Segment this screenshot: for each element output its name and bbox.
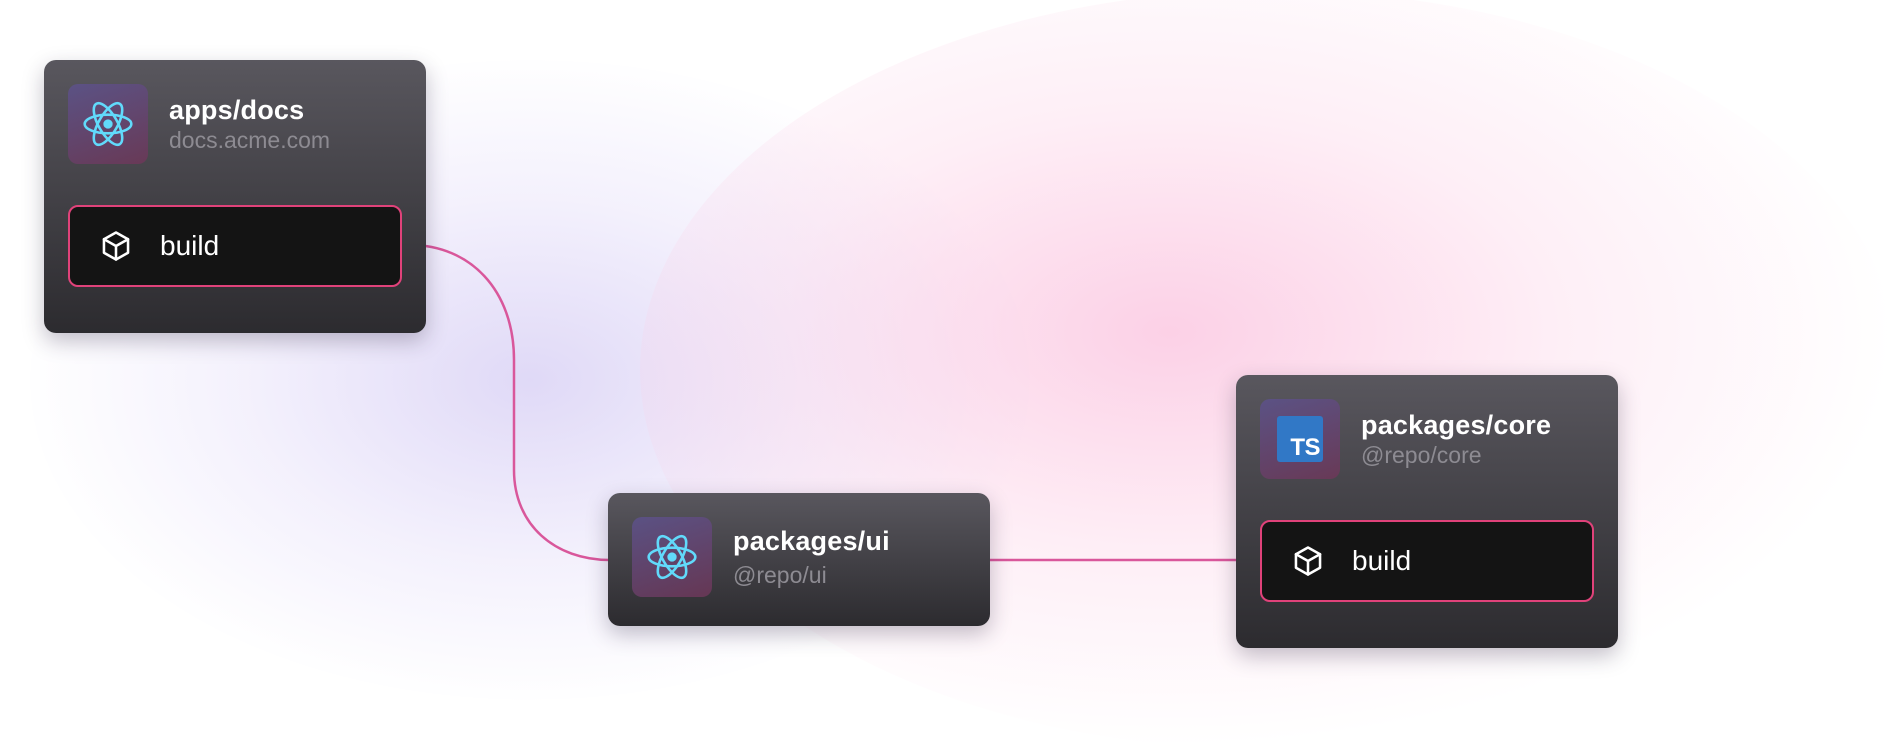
node-title: packages/core [1361,410,1552,440]
task-label: build [160,230,220,261]
edge-docs-build-to-ui [402,243,618,562]
node-title: packages/ui [733,526,890,556]
node-titles: packages/core @repo/core [1361,409,1551,469]
node-header: TS packages/core @repo/core [1260,399,1551,479]
node-subtitle: docs.acme.com [169,127,331,153]
react-icon [68,84,148,164]
task-build[interactable]: build [68,205,402,287]
typescript-badge-text: TS [1290,434,1320,461]
node-titles: packages/ui @repo/ui [733,525,890,589]
task-label: build [1352,545,1412,576]
task-build[interactable]: build [1260,520,1594,602]
dependency-edges [402,243,1264,562]
node-apps-docs[interactable]: apps/docs docs.acme.com build [44,60,426,333]
node-title: apps/docs [169,95,305,125]
node-subtitle: @repo/ui [733,562,827,588]
box-icon [1291,544,1325,578]
node-packages-ui[interactable]: packages/ui @repo/ui [608,493,990,626]
node-header: apps/docs docs.acme.com [68,84,330,164]
typescript-badge: TS [1277,416,1323,462]
node-titles: apps/docs docs.acme.com [169,94,330,154]
node-header: packages/ui @repo/ui [632,517,890,597]
box-icon [99,229,133,263]
node-subtitle: @repo/core [1361,442,1482,468]
typescript-icon: TS [1260,399,1340,479]
node-packages-core[interactable]: TS packages/core @repo/core build [1236,375,1618,648]
react-icon [632,517,712,597]
